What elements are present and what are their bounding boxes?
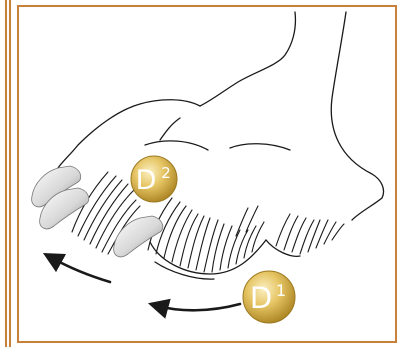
d2-letter: D [136,165,157,196]
d1-superscript: 1 [276,281,286,300]
d2-badge: D 2 [131,156,177,202]
arrow-d1 [158,304,240,310]
arrows [52,258,240,310]
paw-outline [58,12,384,279]
fur-strokes [72,172,344,272]
arrow-d2 [52,258,110,282]
d1-letter: D [250,281,272,315]
d2-superscript: 2 [161,164,171,182]
d1-badge: D 1 [243,271,295,323]
